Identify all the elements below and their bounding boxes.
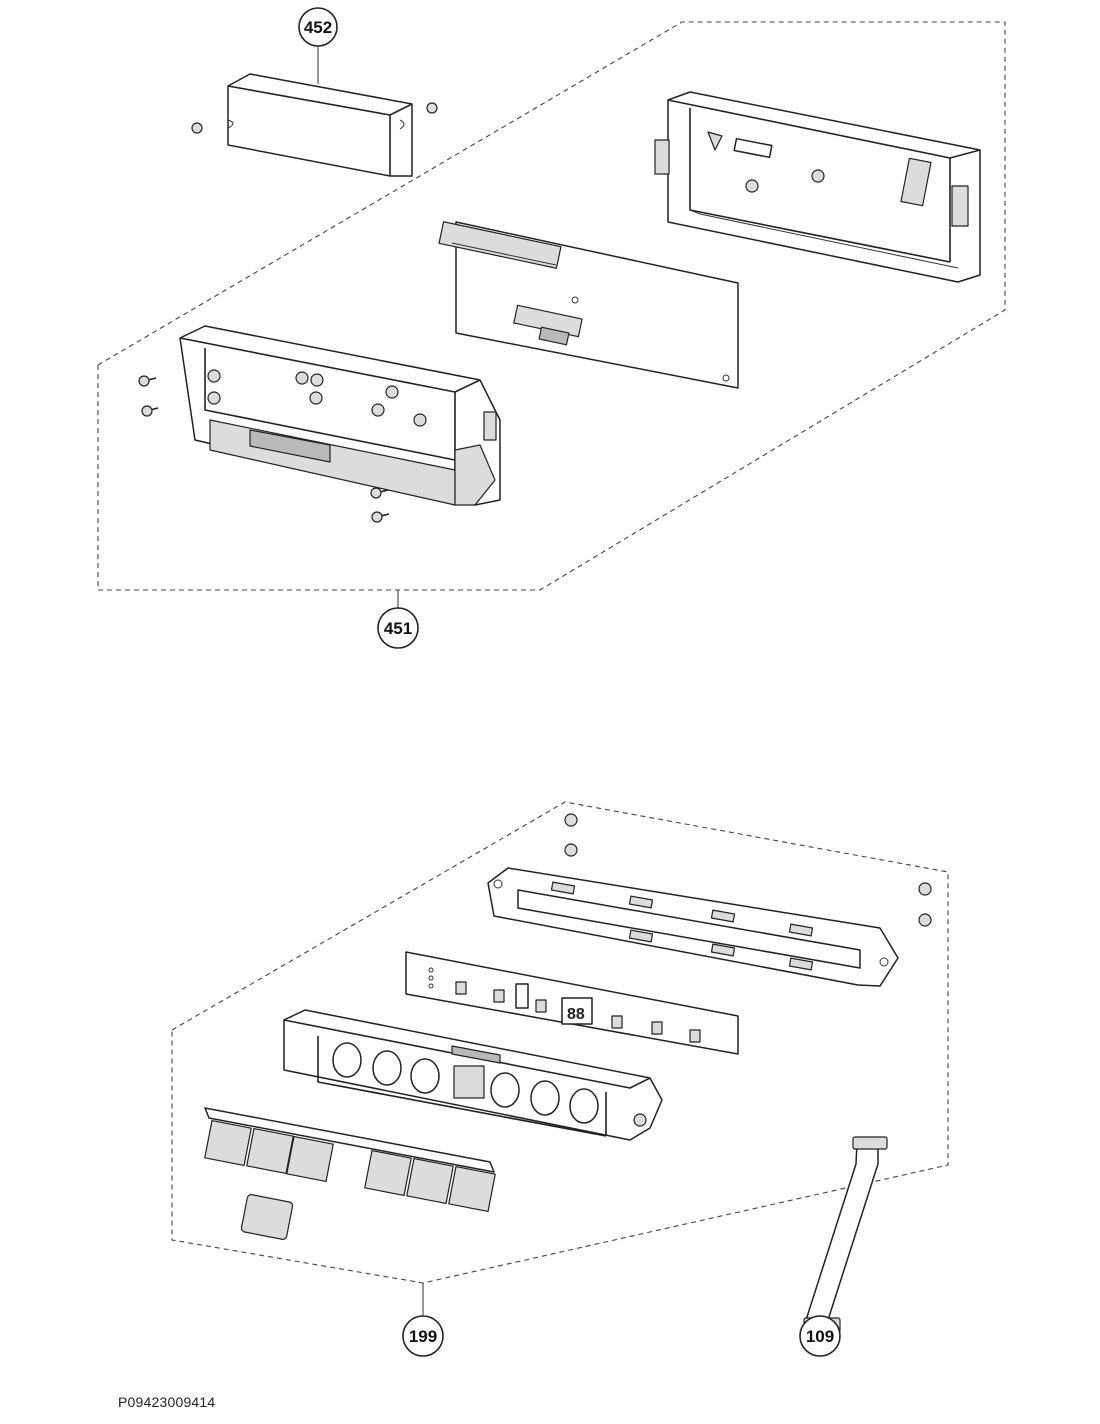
- callout-109-label: 109: [806, 1327, 834, 1346]
- callout-452: 452: [298, 7, 338, 47]
- screw-right-1: [918, 882, 932, 896]
- screw-left-bottom: [141, 405, 159, 417]
- callout-451-label: 451: [384, 619, 412, 638]
- single-button: [240, 1194, 294, 1240]
- part-452-screw-left: [191, 122, 203, 134]
- assembly-199-boundary: [171, 801, 949, 1284]
- main-pcb: [438, 221, 739, 389]
- screw-top-1: [564, 813, 578, 827]
- screw-bottom-1: [370, 487, 389, 499]
- callout-109-circle: [799, 1315, 841, 1357]
- callout-451-circle: [377, 607, 419, 649]
- callout-451: 451: [377, 607, 419, 649]
- rear-housing: [654, 91, 981, 283]
- screw-top-2: [564, 843, 578, 857]
- callout-452-circle: [298, 7, 338, 47]
- assembly-451-boundary: [97, 21, 1006, 591]
- callout-199: 199: [402, 1315, 444, 1357]
- screw-right-2: [918, 913, 932, 927]
- screw-bottom-2: [371, 511, 390, 523]
- part-452-filter: [191, 73, 438, 177]
- assembly-451-screws: [138, 375, 390, 523]
- part-109-bar: [803, 1136, 888, 1333]
- callout-109: 109: [799, 1315, 841, 1357]
- panel-frame: [487, 867, 899, 987]
- callout-199-label: 199: [409, 1327, 437, 1346]
- drawing-reference-code: P09423009414: [118, 1394, 216, 1410]
- assembly-199-group: 88: [171, 801, 949, 1316]
- callout-452-label: 452: [304, 18, 332, 37]
- front-bezel: [283, 1009, 663, 1141]
- screw-left-top: [138, 375, 157, 387]
- display-digits: 88: [567, 1006, 585, 1023]
- callout-199-circle: [402, 1315, 444, 1357]
- part-452-screw-right: [426, 102, 438, 114]
- front-housing: [179, 325, 501, 506]
- button-strip: [204, 1107, 496, 1213]
- assembly-451-group: [97, 21, 1006, 608]
- display-board: 88: [405, 951, 739, 1055]
